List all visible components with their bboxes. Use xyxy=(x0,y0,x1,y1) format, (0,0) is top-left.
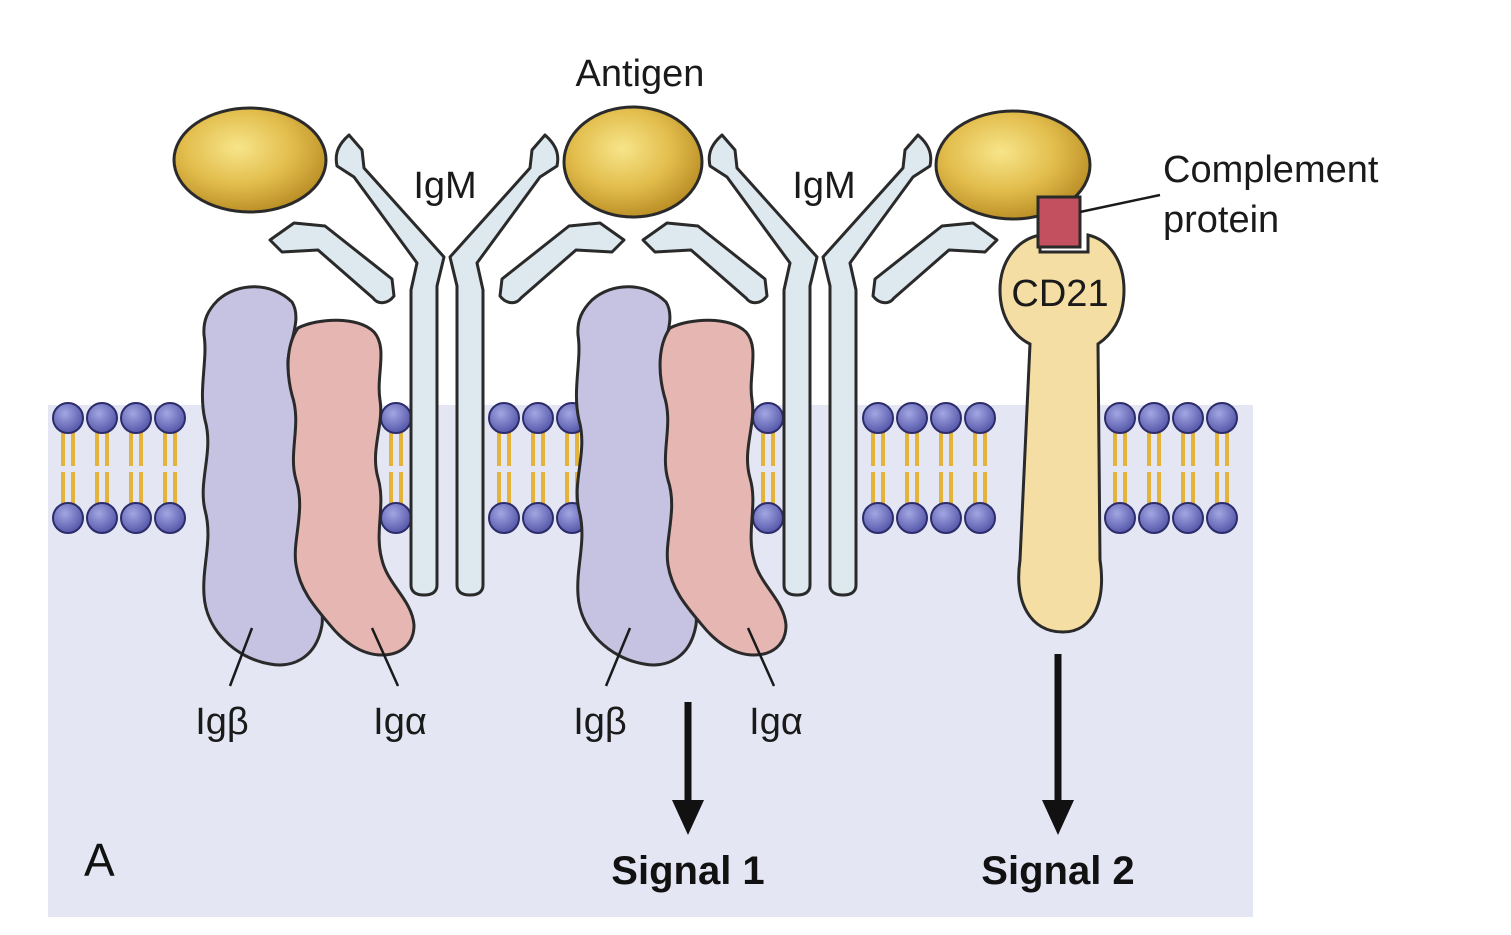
ig-alpha-leader-line xyxy=(370,627,400,687)
igm-label: IgM xyxy=(413,165,476,207)
ig-beta-leader-line xyxy=(604,627,632,687)
lipid-head xyxy=(380,402,412,434)
lipid-head xyxy=(154,402,186,434)
ig-beta-leader-line xyxy=(228,627,254,687)
signal-1-label: Signal 1 xyxy=(611,849,764,893)
antigen-particle xyxy=(562,105,704,219)
complement-protein-label-line2: protein xyxy=(1163,199,1279,241)
lipid-head xyxy=(752,402,784,434)
lipid-head xyxy=(488,402,520,434)
lipid-head xyxy=(862,402,894,434)
signal-1-arrow xyxy=(672,702,704,835)
ig-beta-label: Igβ xyxy=(195,701,249,743)
igm-label: IgM xyxy=(792,165,855,207)
lipid-head xyxy=(1138,402,1170,434)
ig-alpha-leader-line xyxy=(746,627,776,687)
lipid-head xyxy=(964,402,996,434)
antigen-label: Antigen xyxy=(576,53,705,95)
lipid-head xyxy=(120,402,152,434)
ig-alpha-protein xyxy=(286,318,416,657)
lipid-head xyxy=(86,402,118,434)
antigen-particle xyxy=(172,106,328,214)
ig-beta-label: Igβ xyxy=(573,701,627,743)
lipid-head xyxy=(120,502,152,534)
lipid-head xyxy=(1172,402,1204,434)
lipid-head xyxy=(522,502,554,534)
lipid-head xyxy=(86,502,118,534)
igm-receptor xyxy=(641,133,999,597)
lipid-head xyxy=(52,502,84,534)
lipid-head xyxy=(896,502,928,534)
lipid-head xyxy=(930,502,962,534)
antigen-particle xyxy=(934,109,1092,221)
lipid-head xyxy=(964,502,996,534)
lipid-head xyxy=(896,402,928,434)
igm-receptor xyxy=(268,133,626,597)
ig-alpha-protein xyxy=(658,318,788,657)
lipid-head xyxy=(1206,402,1238,434)
lipid-bilayer xyxy=(52,402,1238,534)
cd21-protein xyxy=(998,233,1126,634)
ig-alpha-label: Igα xyxy=(749,701,803,743)
complement-leader-line xyxy=(1079,193,1161,214)
signal-2-label: Signal 2 xyxy=(981,849,1134,893)
lipid-head xyxy=(1206,502,1238,534)
lipid-head xyxy=(154,502,186,534)
panel-letter: A xyxy=(84,834,115,886)
lipid-head xyxy=(1104,402,1136,434)
signal-2-arrow xyxy=(1042,654,1074,835)
lipid-head xyxy=(488,502,520,534)
complement-protein-label: Complement xyxy=(1163,149,1379,191)
lipid-head xyxy=(1138,502,1170,534)
lipid-head xyxy=(522,402,554,434)
lipid-head xyxy=(930,402,962,434)
cd21-label: CD21 xyxy=(1011,273,1108,315)
lipid-head xyxy=(1172,502,1204,534)
lipid-head xyxy=(752,502,784,534)
complement-protein xyxy=(1036,195,1082,249)
ig-alpha-label: Igα xyxy=(373,701,427,743)
lipid-head xyxy=(380,502,412,534)
lipid-head xyxy=(862,502,894,534)
lipid-head xyxy=(1104,502,1136,534)
lipid-head xyxy=(52,402,84,434)
